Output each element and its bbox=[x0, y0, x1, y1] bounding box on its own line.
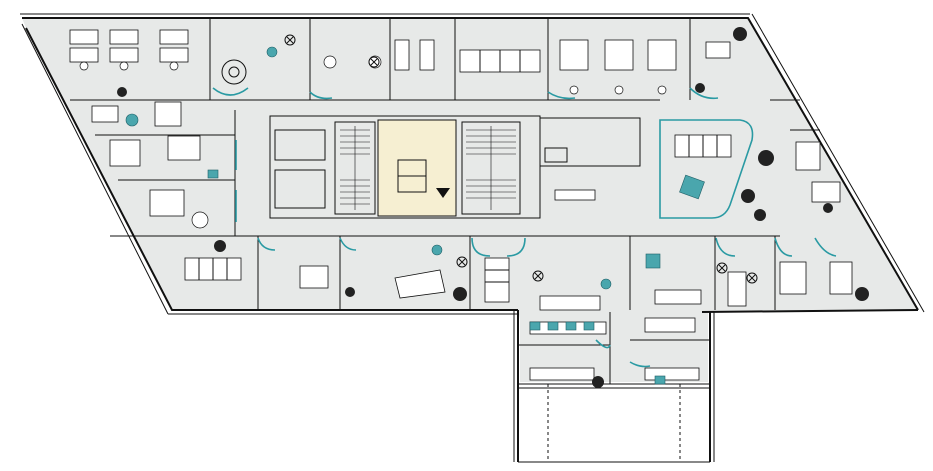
central-core bbox=[269, 115, 641, 219]
stair-right bbox=[466, 126, 516, 210]
meeting-tables bbox=[184, 134, 853, 381]
glass-partitions bbox=[212, 87, 837, 368]
lower-extension bbox=[513, 310, 715, 463]
workstations-top bbox=[69, 29, 731, 95]
outer-wall bbox=[20, 13, 925, 315]
interior-walls bbox=[70, 18, 820, 384]
triangle-down-icon bbox=[436, 188, 450, 198]
circle-x-icon bbox=[284, 34, 758, 284]
desk-cluster bbox=[69, 29, 189, 71]
plant-icon bbox=[117, 27, 869, 388]
workstations-left bbox=[91, 101, 209, 229]
stair-left bbox=[340, 126, 370, 210]
teal-furniture bbox=[125, 46, 705, 385]
